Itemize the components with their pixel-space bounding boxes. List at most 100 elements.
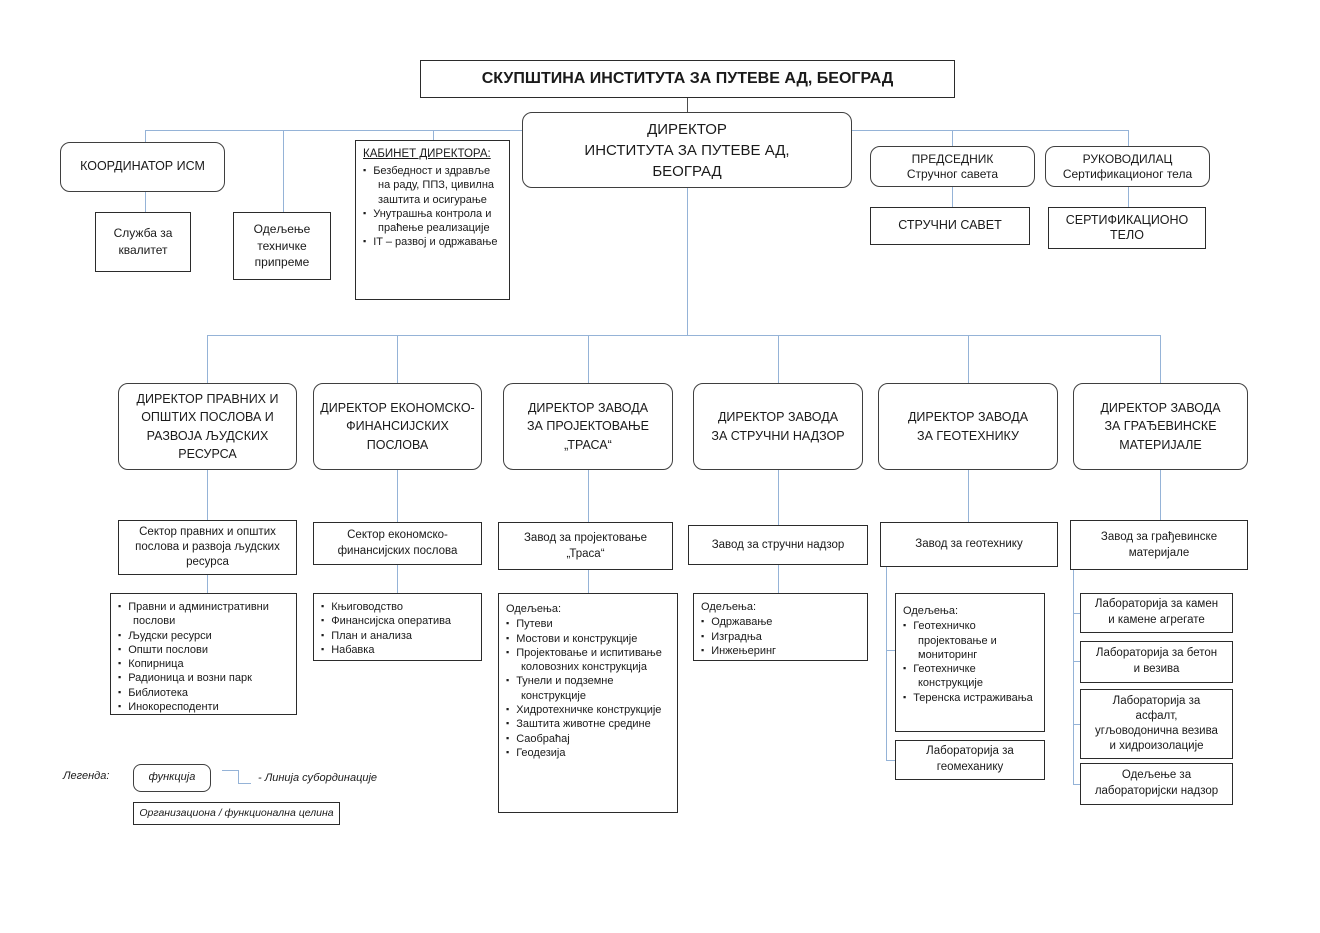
connector-line — [1128, 130, 1129, 146]
list-item: Библиотека — [118, 686, 292, 700]
quality-service-box: Служба за квалитет — [95, 212, 191, 272]
connector-line — [886, 760, 895, 761]
list-item: Геотехничке конструкције — [903, 662, 1040, 691]
technical-preparation-box: Одељење техничке припреме — [233, 212, 331, 280]
connector-line — [145, 130, 146, 142]
list-item: Путеви — [506, 617, 673, 631]
list-item: Копирница — [118, 657, 292, 671]
connector-line — [433, 130, 434, 140]
connector-line — [1073, 784, 1080, 785]
list-item: Геотехничко пројектовање и мониторинг — [903, 619, 1040, 662]
list-item: IT – развој и одржавање — [363, 235, 505, 249]
lab-box: Одељење за лабораторијски надзор — [1080, 763, 1233, 805]
connector-line — [687, 188, 688, 335]
connector-line — [952, 187, 953, 207]
list-item: Општи послови — [118, 643, 292, 657]
connector-line — [207, 335, 208, 383]
connector-line — [145, 192, 146, 212]
list-item: Одржавање — [701, 615, 863, 629]
division-unit-box: Сектор економско- финансијских послова — [313, 522, 482, 565]
connector-line — [968, 335, 969, 383]
connector-line — [397, 470, 398, 522]
connector-line — [778, 335, 779, 383]
connector-line — [886, 650, 895, 651]
connector-line — [207, 470, 208, 520]
expert-council-box: СТРУЧНИ САВЕТ — [870, 207, 1030, 245]
connector-line — [778, 470, 779, 525]
connector-line — [968, 470, 969, 522]
connector-line — [1073, 613, 1080, 614]
list-item: План и анализа — [321, 629, 477, 643]
lab-box: Лабораторија за асфалт, угљоводонична ве… — [1080, 689, 1233, 759]
expert-council-president-box: ПРЕДСЕДНИК Стручног савета — [870, 146, 1035, 187]
connector-line — [207, 335, 1160, 336]
division-director-box: ДИРЕКТОР ПРАВНИХ И ОПШТИХ ПОСЛОВА И РАЗВ… — [118, 383, 297, 470]
division-unit-box: Завод за геотехнику — [880, 522, 1058, 567]
division-unit-box: Завод за пројектовање „Траса“ — [498, 522, 673, 570]
director-cabinet-box: КАБИНЕТ ДИРЕКТОРА: Безбедност и здравље … — [355, 140, 510, 300]
division-unit-box: Завод за грађевинске материјале — [1070, 520, 1248, 570]
list-title: Одељења: — [701, 601, 757, 613]
president-subtitle: Стручног савета — [906, 166, 999, 181]
division-list: Одељења: Путеви Мостови и конструкције П… — [498, 593, 678, 813]
legend-unit-box: Организациона / функционална целина — [133, 802, 340, 825]
list-item: Правни и административни послови — [118, 600, 292, 629]
legend-subordination-line-icon — [238, 770, 239, 783]
list-item: Инокоресподенти — [118, 700, 292, 714]
cert-head-subtitle: Сертификационог тела — [1062, 166, 1193, 181]
connector-line — [207, 575, 208, 593]
director-box: ДИРЕКТОР ИНСТИТУТА ЗА ПУТЕВЕ АД, БЕОГРАД — [522, 112, 852, 188]
division-director-box: ДИРЕКТОР ЗАВОДА ЗА СТРУЧНИ НАДЗОР — [693, 383, 863, 470]
list-item: Радионица и возни парк — [118, 671, 292, 685]
connector-line — [687, 98, 688, 112]
legend-label: Легенда: — [63, 770, 110, 782]
cert-head-title: РУКОВОДИЛАЦ — [1082, 151, 1173, 166]
assembly-box: СКУПШТИНА ИНСТИТУТА ЗА ПУТЕВЕ АД, БЕОГРА… — [420, 60, 955, 98]
list-item: Хидротехничке конструкције — [506, 703, 673, 717]
list-title: Одељења: — [903, 605, 959, 617]
list-item: Набавка — [321, 643, 477, 657]
connector-line — [283, 130, 284, 212]
legend-subordination-line-icon — [238, 783, 251, 784]
list-item: Безбедност и здравље на раду, ППЗ, цивил… — [363, 164, 505, 207]
geomechanics-lab-box: Лабораторија за геомеханику — [895, 740, 1045, 780]
lab-box: Лабораторија за бетон и везива — [1080, 641, 1233, 683]
division-unit-box: Сектор правних и општих послова и развој… — [118, 520, 297, 575]
certification-body-box: СЕРТИФИКАЦИОНО ТЕЛО — [1048, 207, 1206, 249]
division-director-box: ДИРЕКТОР ЗАВОДА ЗА ГЕОТЕХНИКУ — [878, 383, 1058, 470]
legend-function-box: функција — [133, 764, 211, 792]
connector-line — [588, 335, 589, 383]
connector-line — [1128, 187, 1129, 207]
certification-head-box: РУКОВОДИЛАЦ Сертификационог тела — [1045, 146, 1210, 187]
connector-line — [397, 565, 398, 593]
division-director-box: ДИРЕКТОР ЕКОНОМСКО- ФИНАНСИЈСКИХ ПОСЛОВА — [313, 383, 482, 470]
president-title: ПРЕДСЕДНИК — [911, 151, 994, 166]
cabinet-title: КАБИНЕТ ДИРЕКТОРА: — [363, 148, 491, 160]
list-title: Одељења: — [506, 603, 562, 615]
connector-line — [886, 567, 887, 760]
connector-line — [1073, 570, 1074, 784]
legend-subordination-line-icon — [222, 770, 238, 771]
list-item: Пројектовање и испитивање коловозних кон… — [506, 646, 673, 675]
connector-line — [778, 565, 779, 593]
connector-line — [588, 470, 589, 522]
list-item: Изградња — [701, 630, 863, 644]
division-list: Одељења: Геотехничко пројектовање и мони… — [895, 593, 1045, 732]
list-item: Људски ресурси — [118, 629, 292, 643]
list-item: Теренска истраживања — [903, 691, 1040, 705]
legend-line-label: - Линија субординације — [258, 772, 378, 784]
division-list: Правни и административни послови Људски … — [110, 593, 297, 715]
connector-line — [1073, 661, 1080, 662]
ism-coordinator-box: КООРДИНАТОР ИСМ — [60, 142, 225, 192]
division-director-box: ДИРЕКТОР ЗАВОДА ЗА ГРАЂЕВИНСКЕ МАТЕРИЈАЛ… — [1073, 383, 1248, 470]
list-item: Финансијска оператива — [321, 614, 477, 628]
connector-line — [1073, 724, 1080, 725]
division-director-box: ДИРЕКТОР ЗАВОДА ЗА ПРОЈЕКТОВАЊЕ „ТРАСА“ — [503, 383, 673, 470]
list-item: Књиговодство — [321, 600, 477, 614]
division-unit-box: Завод за стручни надзор — [688, 525, 868, 565]
connector-line — [588, 570, 589, 593]
connector-line — [1160, 335, 1161, 383]
list-item: Саобраћај — [506, 732, 673, 746]
list-item: Тунели и подземне конструкције — [506, 674, 673, 703]
